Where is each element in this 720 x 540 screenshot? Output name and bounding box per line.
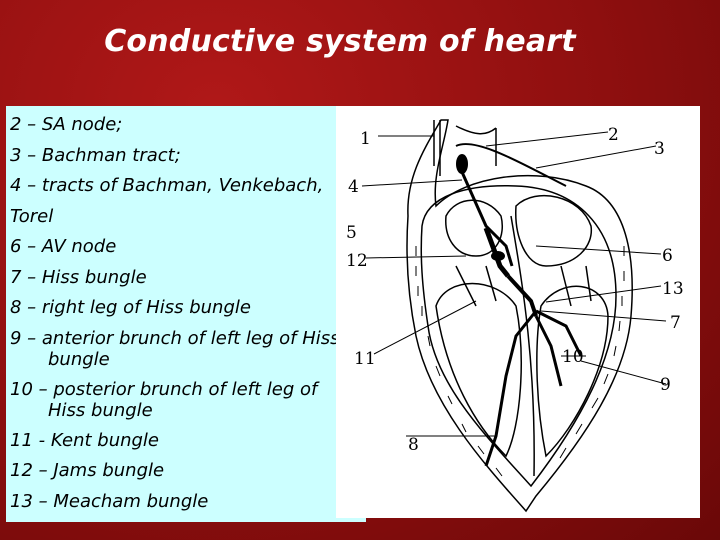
list-item: 11 - Kent bungle (10, 429, 160, 451)
label-4: 4 (348, 177, 359, 197)
list-item: 9 – anterior brunch of left leg of Hiss … (10, 324, 366, 375)
list-item: Torel (10, 205, 54, 227)
label-13: 13 (662, 279, 684, 299)
label-6: 6 (662, 246, 673, 266)
list-item: 6 – AV node (10, 236, 117, 257)
list-item: 10 – posterior brunch of left leg of His… (10, 375, 366, 426)
label-5: 5 (346, 223, 357, 243)
label-10: 10 (562, 347, 584, 367)
heart-diagram-figure: 1 2 3 4 5 12 6 13 7 11 10 9 8 (336, 106, 700, 518)
label-7: 7 (670, 313, 681, 333)
legend-list: 2 – SA node; 3 – Bachman tract; 4 – trac… (10, 110, 366, 517)
list-item-continuation: bungle (48, 348, 110, 370)
heart-conduction-diagram: 1 2 3 4 5 12 6 13 7 11 10 9 8 (346, 119, 684, 513)
legend-text-box: 2 – SA node; 3 – Bachman tract; 4 – trac… (6, 106, 366, 522)
label-2: 2 (608, 125, 619, 145)
list-item-line: 10 – posterior brunch of left leg of (10, 378, 318, 400)
list-item-continuation: Hiss bungle (48, 399, 153, 421)
list-item: 4 – tracts of Bachman, Venkebach, (10, 175, 324, 196)
list-item: 3 – Bachman tract; (10, 144, 181, 166)
list-item: 7 – Hiss bungle (10, 266, 147, 288)
label-8: 8 (408, 435, 419, 455)
list-item: 8 – right leg of Hiss bungle (10, 297, 251, 318)
list-item: 2 – SA node; (10, 114, 123, 135)
label-1: 1 (360, 129, 371, 149)
label-9: 9 (660, 375, 671, 395)
slide-title: Conductive system of heart (104, 24, 576, 59)
label-12: 12 (346, 251, 368, 271)
list-item: 13 – Meacham bungle (10, 490, 209, 512)
label-11: 11 (354, 349, 376, 369)
label-3: 3 (654, 139, 665, 159)
list-item: 12 – Jams bungle (10, 460, 165, 481)
list-item-line: 9 – anterior brunch of left leg of Hiss (10, 327, 340, 349)
